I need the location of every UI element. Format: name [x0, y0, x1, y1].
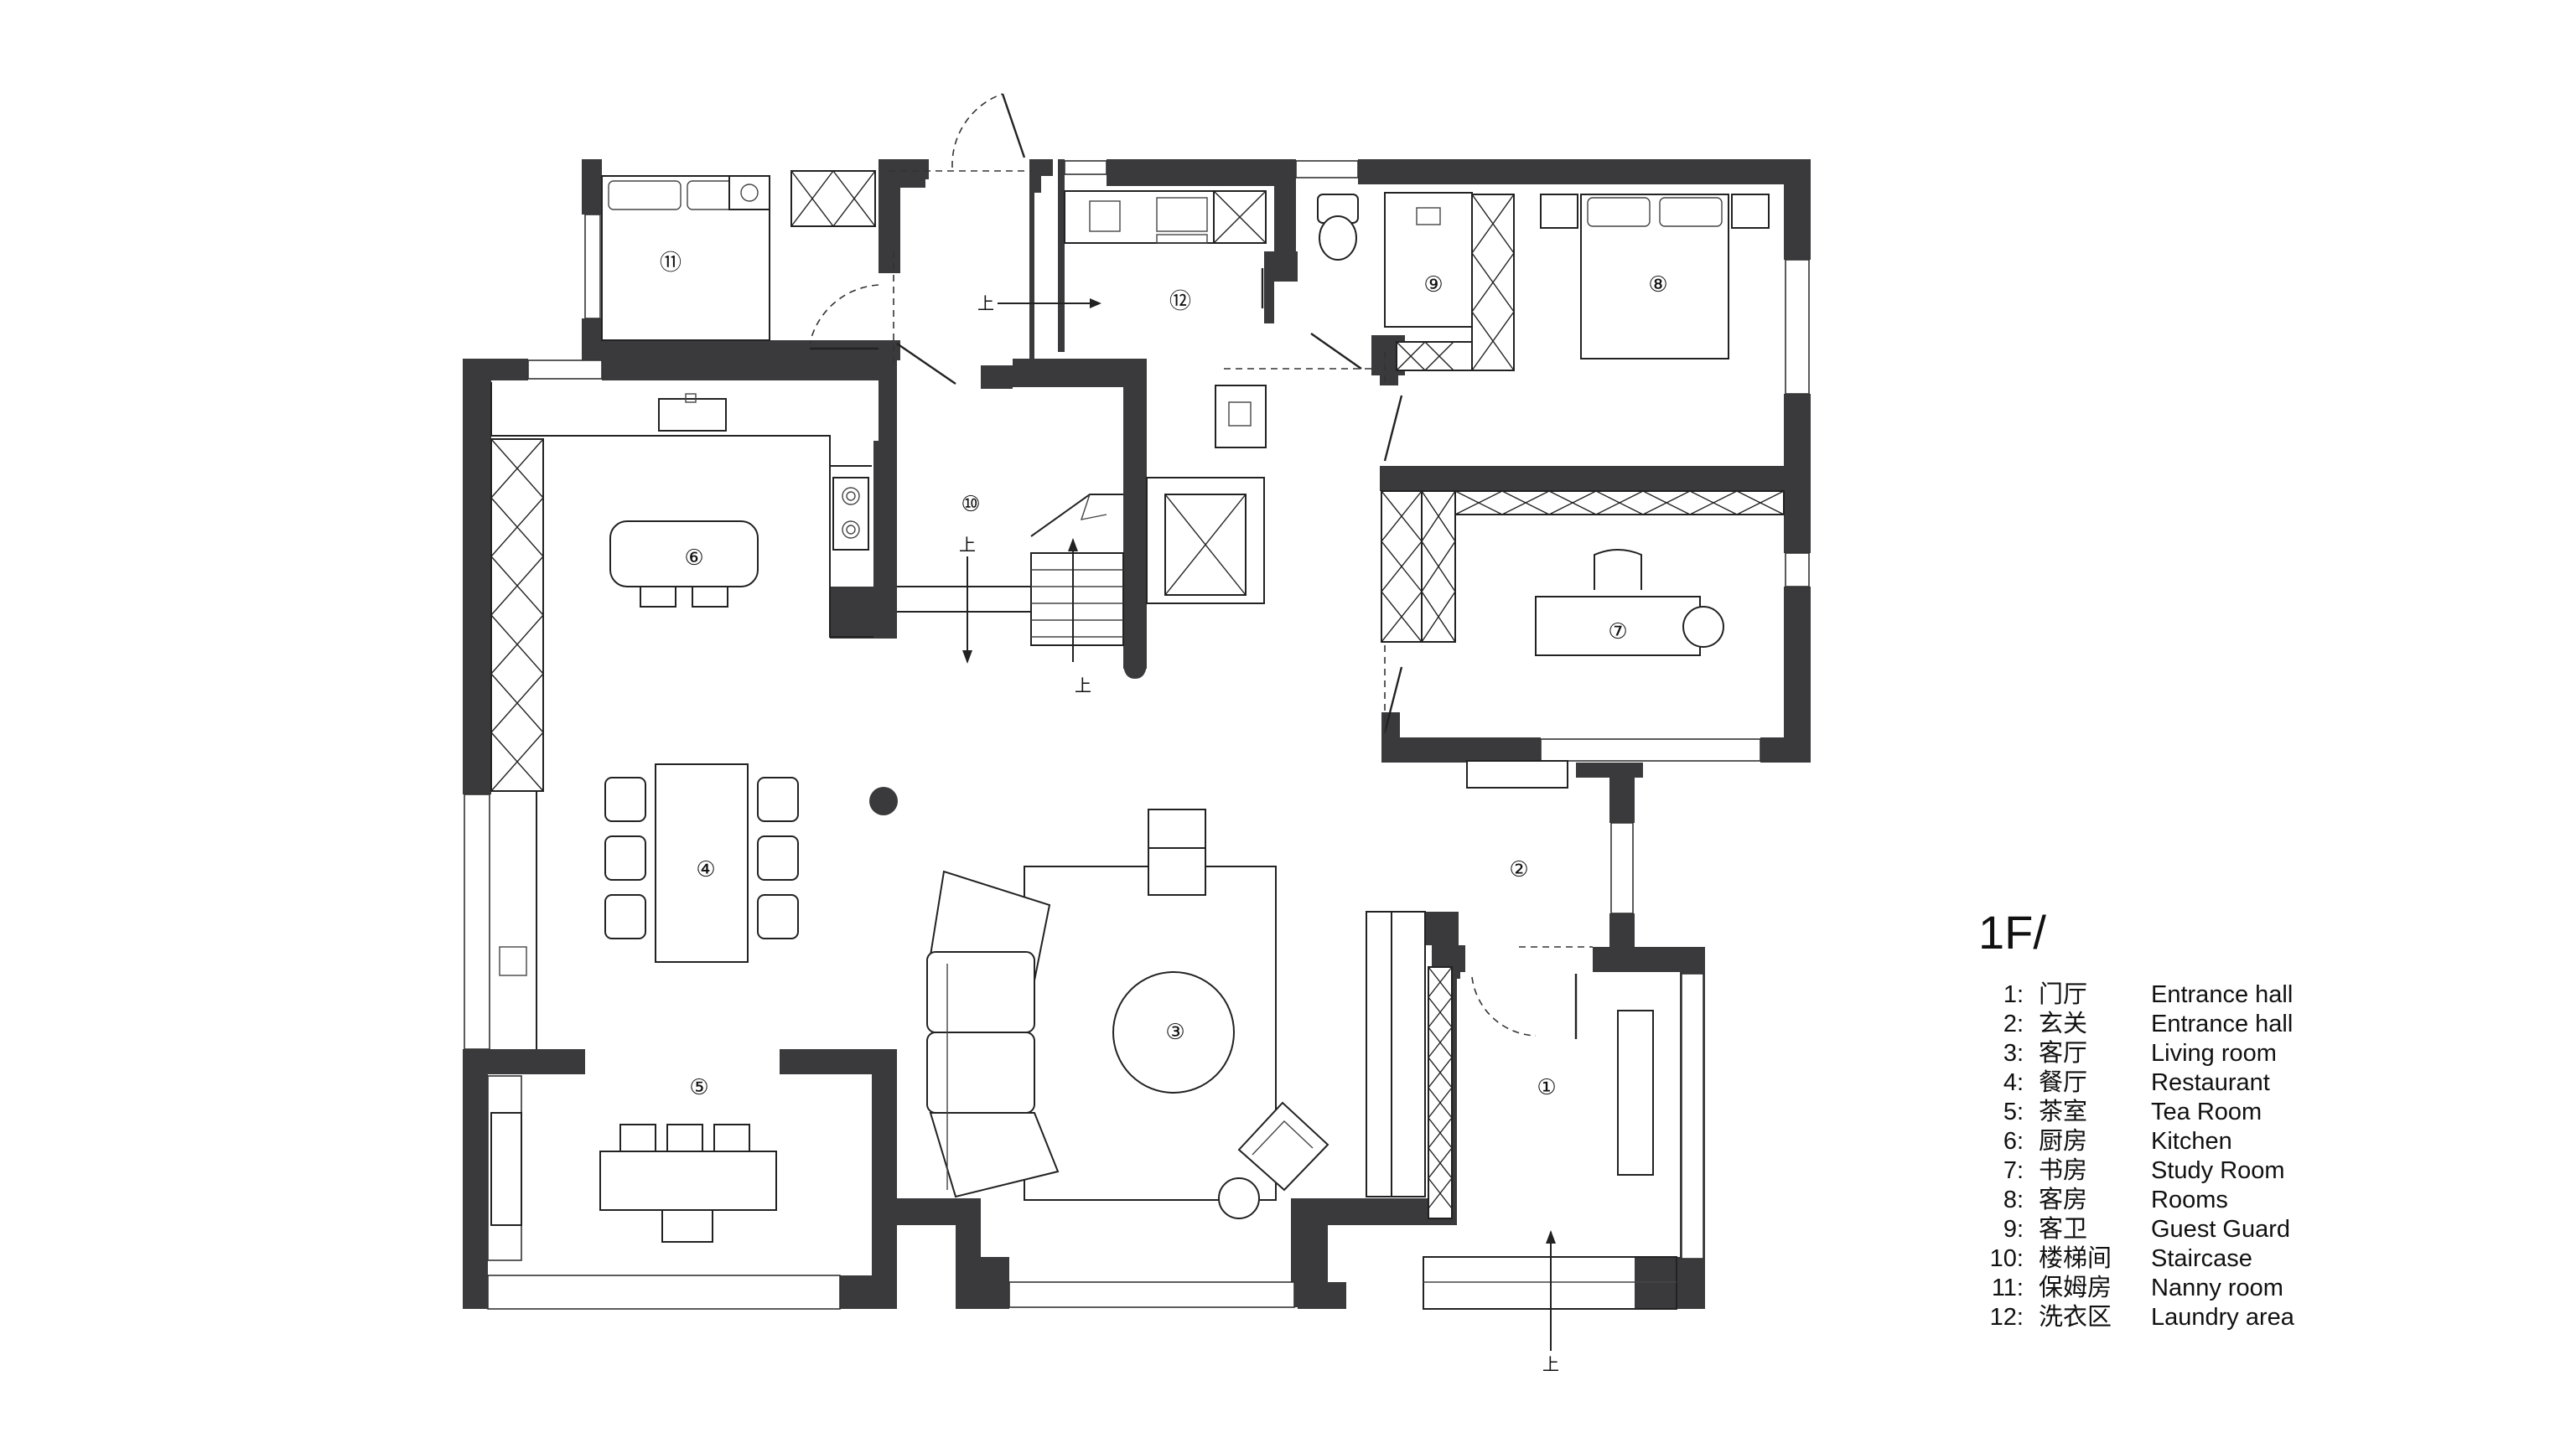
legend-list: 1: 门厅 Entrance hall 2: 玄关 Entrance hall 3: 客厅… — [1978, 975, 2294, 1331]
legend-chinese: 客卫 — [2039, 1214, 2088, 1243]
direction-arrows — [962, 298, 1556, 1351]
legend-english: Staircase — [2151, 1245, 2252, 1272]
room-number-9: ⑨ — [1423, 272, 1443, 297]
legend-number: 3: — [2003, 1040, 2024, 1067]
up-label-entrance: 上 — [1542, 1354, 1559, 1374]
legend-chinese: 玄关 — [2039, 1009, 2088, 1037]
legend-item: 1: 门厅 Entrance hall — [1978, 975, 2294, 1008]
legend-chinese: 楼梯间 — [2039, 1244, 2112, 1272]
up-label-stair-left: 上 — [959, 535, 976, 555]
room-number-8: ⑧ — [1648, 272, 1667, 297]
room-number-10: ⑩ — [961, 492, 980, 517]
legend-chinese: 客房 — [2039, 1185, 2088, 1213]
up-labels: 上 上 上 上 — [959, 293, 1559, 1374]
legend-item: 5: 茶室 Tea Room — [1978, 1092, 2294, 1125]
legend-number: 8: — [2003, 1187, 2024, 1213]
up-label-stair-right: 上 — [1075, 675, 1091, 696]
legend-item: 9: 客卫 Guest Guard — [1978, 1209, 2294, 1243]
fixtures — [490, 170, 1785, 1310]
legend-number: 4: — [2003, 1069, 2024, 1096]
doors — [809, 93, 1593, 1039]
legend-item: 6: 厨房 Kitchen — [1978, 1121, 2294, 1155]
legend-number: 5: — [2003, 1099, 2024, 1125]
legend-number: 1: — [2003, 981, 2024, 1008]
legend-english: Entrance hall — [2151, 981, 2294, 1008]
legend-chinese: 洗衣区 — [2039, 1302, 2112, 1331]
room-number-3: ③ — [1165, 1020, 1184, 1045]
legend-english: Nanny room — [2151, 1275, 2283, 1301]
legend-item: 10: 楼梯间 Staircase — [1978, 1239, 2294, 1272]
legend-chinese: 厨房 — [2039, 1126, 2088, 1155]
legend-english: Laundry area — [2151, 1304, 2294, 1331]
room-number-1: ① — [1537, 1075, 1556, 1100]
room-number-12: ⑫ — [1169, 289, 1191, 314]
legend-item: 7: 书房 Study Room — [1978, 1151, 2294, 1184]
room-number-7: ⑦ — [1608, 619, 1627, 644]
legend-chinese: 门厅 — [2039, 980, 2088, 1008]
legend-english: Entrance hall — [2151, 1011, 2294, 1037]
legend-english: Restaurant — [2151, 1069, 2270, 1096]
legend-item: 8: 客房 Rooms — [1978, 1180, 2294, 1213]
legend-english: Rooms — [2151, 1187, 2228, 1213]
legend-english: Study Room — [2151, 1157, 2285, 1184]
room-numbers: ① ② ③ ④ ⑤ ⑥ ⑦ ⑧ ⑨ ⑩ ⑪ ⑫ — [660, 251, 1668, 1100]
room-number-11: ⑪ — [660, 251, 682, 276]
legend-english: Kitchen — [2151, 1128, 2232, 1155]
legend-item: 12: 洗衣区 Laundry area — [1978, 1297, 2294, 1331]
legend-number: 10: — [1989, 1245, 2024, 1272]
legend-item: 2: 玄关 Entrance hall — [1978, 1004, 2294, 1037]
legend-number: 9: — [2003, 1216, 2024, 1243]
legend-english: Living room — [2151, 1040, 2277, 1067]
legend: 1F/ 1: 门厅 Entrance hall 2: 玄关 Entrance hall … — [1978, 906, 2294, 1332]
legend-chinese: 餐厅 — [2039, 1068, 2088, 1096]
legend-item: 11: 保姆房 Nanny room — [1978, 1268, 2294, 1301]
legend-chinese: 书房 — [2039, 1156, 2088, 1184]
room-number-5: ⑤ — [689, 1075, 708, 1100]
legend-english: Tea Room — [2151, 1099, 2262, 1125]
legend-chinese: 保姆房 — [2039, 1273, 2112, 1301]
legend-number: 2: — [2003, 1011, 2024, 1037]
legend-number: 6: — [2003, 1128, 2024, 1155]
legend-number: 11: — [1991, 1275, 2024, 1301]
dining-chairs — [604, 777, 799, 939]
room-number-6: ⑥ — [684, 546, 703, 571]
room-number-2: ② — [1509, 857, 1528, 882]
room-number-4: ④ — [696, 857, 715, 882]
legend-number: 7: — [2003, 1157, 2024, 1184]
windows — [464, 160, 1810, 1310]
floor-label: 1F/ — [1978, 906, 2046, 959]
legend-chinese: 茶室 — [2039, 1097, 2088, 1125]
legend-english: Guest Guard — [2151, 1216, 2291, 1243]
legend-number: 12: — [1989, 1304, 2024, 1331]
legend-item: 3: 客厅 Living room — [1978, 1033, 2294, 1067]
up-label-laundry: 上 — [977, 293, 994, 313]
legend-item: 4: 餐厅 Restaurant — [1978, 1063, 2294, 1096]
legend-chinese: 客厅 — [2039, 1038, 2088, 1067]
